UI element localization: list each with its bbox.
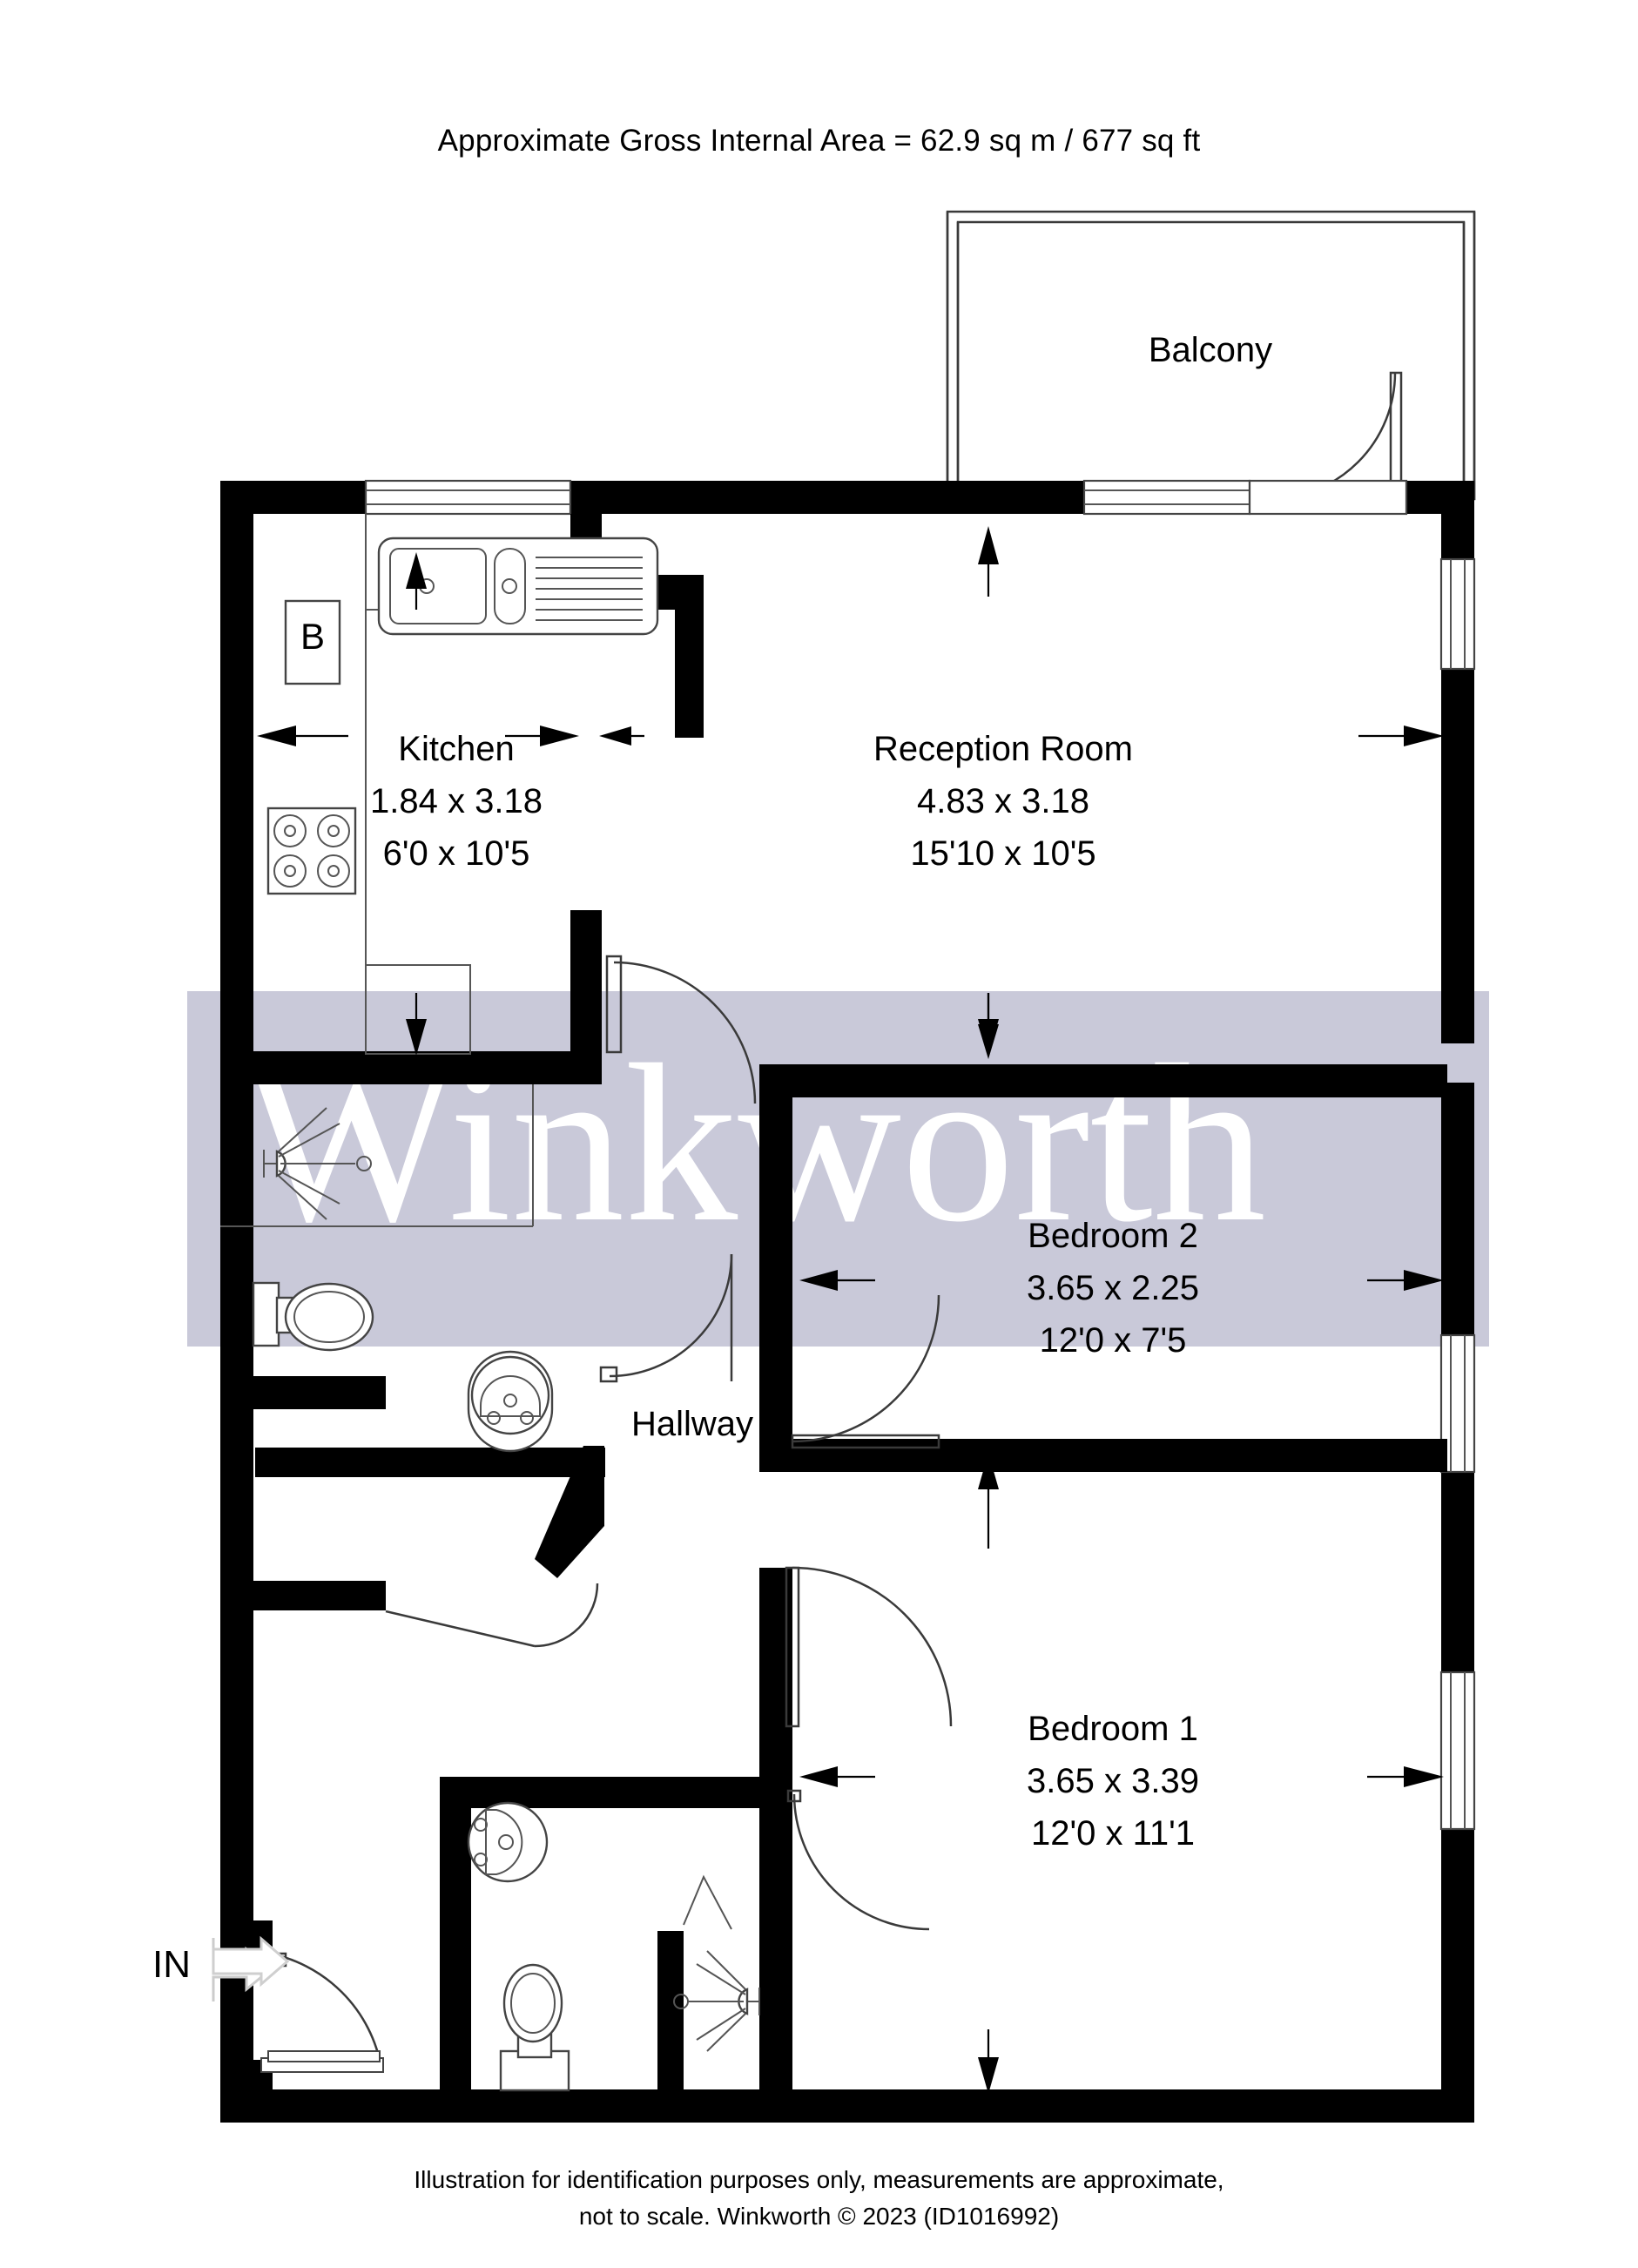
- svg-text:1.84 x 3.18: 1.84 x 3.18: [370, 782, 543, 820]
- dim-bedroom1: [799, 1766, 1444, 2094]
- window-reception-top: [1082, 479, 1408, 516]
- svg-text:3.65 x 2.25: 3.65 x 2.25: [1027, 1269, 1199, 1307]
- toilet-icon-ensuite: [499, 1963, 570, 2092]
- svg-text:Bedroom 2: Bedroom 2: [1028, 1217, 1198, 1255]
- window-kitchen: [364, 479, 572, 516]
- bathroom-door: [599, 1253, 733, 1383]
- room-label-reception-room: Reception Room 4.83 x 3.18 15'10 x 10'5: [873, 730, 1133, 873]
- svg-text:12'0 x 7'5: 12'0 x 7'5: [1040, 1321, 1187, 1360]
- interior-walls: [220, 514, 1447, 2093]
- page-title: Approximate Gross Internal Area = 62.9 s…: [437, 124, 1201, 158]
- watermark: Winkworth: [187, 991, 1489, 1347]
- dim-bedroom2: [799, 993, 1444, 1549]
- footer-line-2: not to scale. Winkworth © 2023 (ID101699…: [578, 2203, 1060, 2230]
- svg-text:Kitchen: Kitchen: [398, 730, 514, 768]
- entrance-label: IN: [152, 1943, 191, 1986]
- basin-icon-bathroom: [467, 1350, 554, 1453]
- ensuite-door: [786, 1789, 930, 1931]
- room-label-bedroom-2: Bedroom 2 3.65 x 2.25 12'0 x 7'5: [1027, 1217, 1199, 1360]
- kitchen-sink-icon: [377, 537, 659, 636]
- svg-text:3.65 x 3.39: 3.65 x 3.39: [1027, 1762, 1199, 1800]
- room-label-balcony: Balcony: [1149, 331, 1272, 369]
- bedroom1-door: [785, 1566, 953, 1728]
- bedroom2-door: [791, 1294, 940, 1449]
- svg-text:15'10 x 10'5: 15'10 x 10'5: [910, 834, 1095, 873]
- svg-text:6'0 x 10'5: 6'0 x 10'5: [383, 834, 530, 873]
- basin-icon-ensuite: [467, 1801, 549, 1883]
- room-label-hallway: Hallway: [631, 1405, 753, 1443]
- room-label-bedroom-1: Bedroom 1 3.65 x 3.39 12'0 x 11'1: [1027, 1710, 1199, 1853]
- room-label-kitchen: Kitchen 1.84 x 3.18 6'0 x 10'5: [370, 730, 543, 873]
- footer-line-1: Illustration for identification purposes…: [414, 2166, 1224, 2193]
- dim-kitchen-depth: [406, 552, 427, 1056]
- svg-text:4.83 x 3.18: 4.83 x 3.18: [917, 782, 1089, 820]
- entrance-arrow-icon: [212, 1935, 290, 2001]
- kitchen-lower-unit: [365, 964, 471, 1055]
- boiler-label: B: [300, 616, 325, 657]
- reception-hallway-door: [605, 955, 757, 1104]
- dim-kitchen-width: [257, 726, 579, 746]
- window-bedroom1-right: [1439, 1671, 1476, 1831]
- entrance-door: [260, 1951, 384, 2073]
- window-reception-right: [1439, 557, 1476, 671]
- svg-text:Bedroom 1: Bedroom 1: [1028, 1710, 1198, 1748]
- exterior-walls: [220, 481, 1474, 2123]
- svg-text:Reception Room: Reception Room: [873, 730, 1133, 768]
- hob-icon: [266, 807, 357, 895]
- shower-head-icon-ensuite: [673, 1874, 760, 2052]
- boiler-icon: [284, 599, 341, 685]
- cupboard-doors: [385, 1583, 599, 1648]
- footer-disclaimer: Illustration for identification purposes…: [0, 2162, 1638, 2235]
- svg-text:12'0 x 11'1: 12'0 x 11'1: [1031, 1814, 1195, 1853]
- toilet-icon-bathroom: [252, 1281, 374, 1352]
- shower-head-icon-bathroom: [220, 1084, 534, 1227]
